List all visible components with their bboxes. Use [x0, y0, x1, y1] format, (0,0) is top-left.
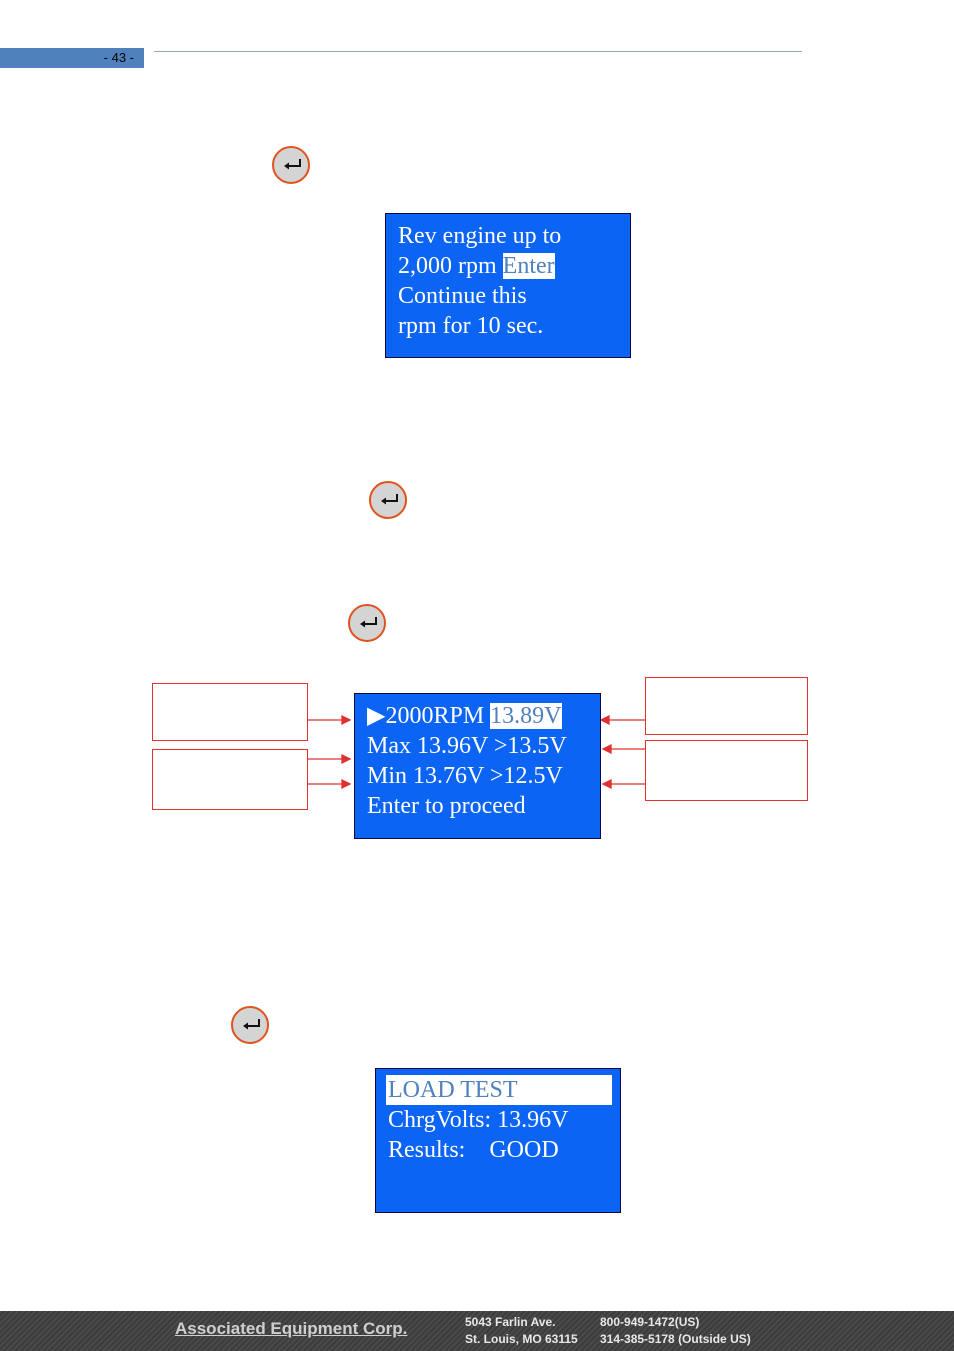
lcd-highlight-enter: Enter: [502, 253, 555, 279]
lcd-line: 2,000 rpm Enter: [398, 251, 630, 281]
lcd-screen-rpm-readings: ▶2000RPM 13.89V Max 13.96V >13.5V Min 13…: [354, 693, 601, 839]
rpm-label: 2000RPM: [385, 703, 491, 729]
arrowhead: [341, 778, 352, 790]
footer-bar: Associated Equipment Corp. 5043 Farlin A…: [0, 1311, 954, 1351]
callout-box-right-bottom: [645, 740, 808, 801]
lcd-text: 2,000 rpm: [398, 253, 503, 279]
lcd-line: rpm for 10 sec.: [398, 313, 544, 339]
lcd-line: Continue this: [398, 283, 527, 309]
callout-box-right-top: [645, 677, 808, 735]
arrowhead: [599, 714, 610, 726]
arrowhead: [601, 743, 612, 755]
enter-return-icon: [284, 159, 301, 170]
enter-return-icon: [243, 1019, 260, 1030]
lcd-line: Enter to proceed: [367, 793, 526, 819]
lcd-line: ▶2000RPM 13.89V: [367, 701, 600, 731]
footer-company-name: Associated Equipment Corp.: [175, 1319, 408, 1338]
enter-button-icon: [369, 481, 407, 519]
enter-button-icon: [272, 146, 310, 184]
voltage-reading-highlight: 13.89V: [490, 703, 562, 729]
lcd-line: Rev engine up to: [398, 223, 562, 249]
enter-return-icon: [360, 617, 377, 628]
header-rule: [154, 51, 802, 52]
callout-box-left-bottom: [152, 749, 308, 810]
lcd-line: ChrgVolts: 13.96V: [388, 1107, 569, 1133]
arrowhead: [341, 714, 352, 726]
footer-address-line1: 5043 Farlin Ave.: [465, 1315, 556, 1329]
footer-address-line2: St. Louis, MO 63115: [465, 1332, 578, 1346]
callout-box-left-top: [152, 683, 308, 741]
page-number: - 43 -: [103, 50, 134, 65]
lcd-line: Results: GOOD: [388, 1137, 559, 1163]
lcd-line: Min 13.76V >12.5V: [367, 763, 563, 789]
lcd-line: LOAD TEST: [386, 1075, 620, 1105]
lcd-line: Max 13.96V >13.5V: [367, 733, 567, 759]
lcd-screen-load-test: LOAD TEST ChrgVolts: 13.96V Results: GOO…: [375, 1068, 621, 1213]
pointer-icon: ▶: [367, 703, 386, 729]
load-test-title-highlight: LOAD TEST: [386, 1075, 612, 1105]
lcd-screen-rev-engine: Rev engine up to 2,000 rpm Enter Continu…: [385, 213, 631, 358]
enter-button-icon: [348, 604, 386, 642]
arrowhead: [601, 778, 612, 790]
footer-phone-line2: 314-385-5178 (Outside US): [600, 1332, 751, 1346]
footer-phone-line1: 800-949-1472(US): [600, 1315, 700, 1329]
arrowhead: [341, 753, 352, 765]
page-number-tab: [0, 48, 144, 68]
enter-return-icon: [381, 494, 398, 505]
enter-button-icon: [231, 1006, 269, 1044]
